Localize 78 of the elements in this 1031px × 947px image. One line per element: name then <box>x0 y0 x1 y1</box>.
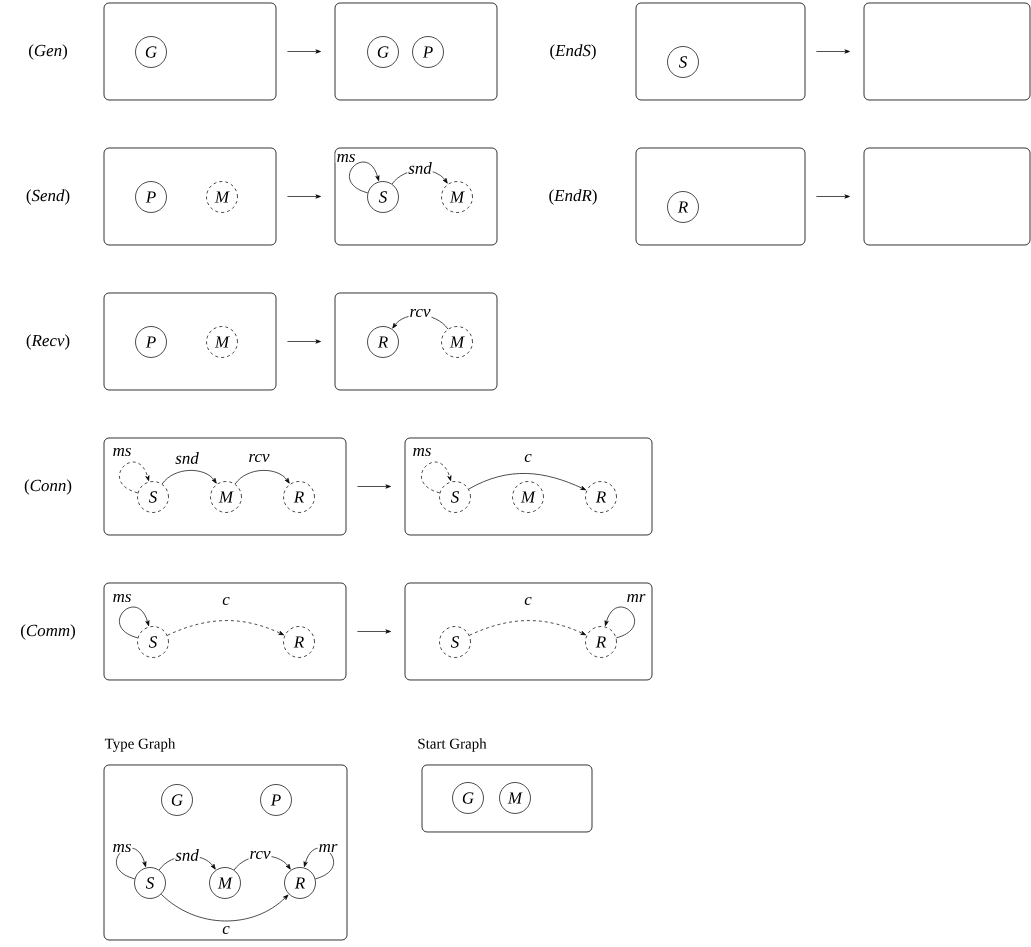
rule-label: (Send) <box>26 189 70 205</box>
rule-arrow <box>287 339 321 344</box>
loop-arrow <box>604 606 635 639</box>
loop-arrow <box>421 461 452 494</box>
edge-label: mr <box>317 843 339 853</box>
dashed-circle-node: M <box>206 326 238 358</box>
graph-title: Start Graph <box>418 738 487 752</box>
edge-label: snd <box>174 848 200 862</box>
rule-label: (Comm) <box>21 624 75 640</box>
dashed-circle-node: S <box>439 481 471 513</box>
loop-arrow <box>349 161 380 194</box>
arrow <box>161 470 217 485</box>
dashed-circle-node: R <box>585 626 617 658</box>
circle-node: P <box>260 784 292 816</box>
edge-label: c <box>523 452 533 464</box>
arrow <box>392 314 449 330</box>
circle-node: G <box>161 784 193 816</box>
rule-arrow <box>357 484 391 489</box>
edge-label: snd <box>174 451 200 465</box>
arrow <box>468 473 587 491</box>
dashed-circle-node: R <box>283 626 315 658</box>
rule-arrow <box>287 194 321 199</box>
rule-label: (Gen) <box>29 44 67 60</box>
edge-label: rcv <box>247 452 271 464</box>
rule-label: (EndR) <box>549 189 597 205</box>
circle-node: S <box>667 46 699 78</box>
edge-label: snd <box>407 161 433 175</box>
dashed-circle-node: M <box>512 481 544 513</box>
dashed-circle-node: M <box>441 326 473 358</box>
dashed-circle-node: R <box>283 481 315 513</box>
rule-label: (Conn) <box>24 479 72 495</box>
edge-label: ms <box>111 446 133 458</box>
dashed-circle-node: R <box>585 481 617 513</box>
edge-label: ms <box>411 446 433 458</box>
circle-node: G <box>452 782 484 814</box>
edge-label: mr <box>625 593 647 603</box>
edge-label: rcv <box>248 849 272 861</box>
rule-arrow <box>357 629 391 634</box>
edge-label: ms <box>111 592 133 604</box>
circle-node: P <box>135 181 167 213</box>
dashed-circle-node: M <box>210 481 242 513</box>
edge-label: c <box>221 924 231 936</box>
edge-label: c <box>221 595 231 607</box>
circle-node: P <box>412 36 444 68</box>
dashed-circle-node: M <box>206 181 238 213</box>
circle-node: R <box>367 326 399 358</box>
circle-node: G <box>367 36 399 68</box>
loop-arrow <box>303 847 334 880</box>
dashed-circle-node: S <box>137 626 169 658</box>
circle-node: R <box>667 191 699 223</box>
circle-node: S <box>367 181 399 213</box>
circle-node: M <box>499 782 531 814</box>
edge-label: ms <box>335 152 357 164</box>
arrow <box>160 893 289 922</box>
edge-label: c <box>523 595 533 607</box>
loop-arrow <box>119 606 150 639</box>
rule-arrow <box>816 49 850 54</box>
dashed-circle-node: S <box>439 626 471 658</box>
edge-label: ms <box>111 842 133 854</box>
circle-node: S <box>134 867 166 899</box>
circle-node: M <box>209 867 241 899</box>
arrow <box>469 620 587 636</box>
graph-title: Type Graph <box>104 738 176 752</box>
circle-node: R <box>284 867 316 899</box>
rule-arrow <box>816 194 850 199</box>
edge-label: rcv <box>408 307 432 319</box>
arrow <box>234 470 290 485</box>
dashed-circle-node: M <box>441 181 473 213</box>
circle-node: G <box>135 36 167 68</box>
loop-arrow <box>119 461 150 494</box>
arrow <box>233 855 291 871</box>
arrow <box>167 620 285 636</box>
rule-label: (EndS) <box>550 44 596 60</box>
loop-arrow <box>116 847 147 880</box>
circle-node: P <box>135 326 167 358</box>
rule-label: (Recv) <box>26 334 70 350</box>
rule-arrow <box>287 49 321 54</box>
dashed-circle-node: S <box>137 481 169 513</box>
